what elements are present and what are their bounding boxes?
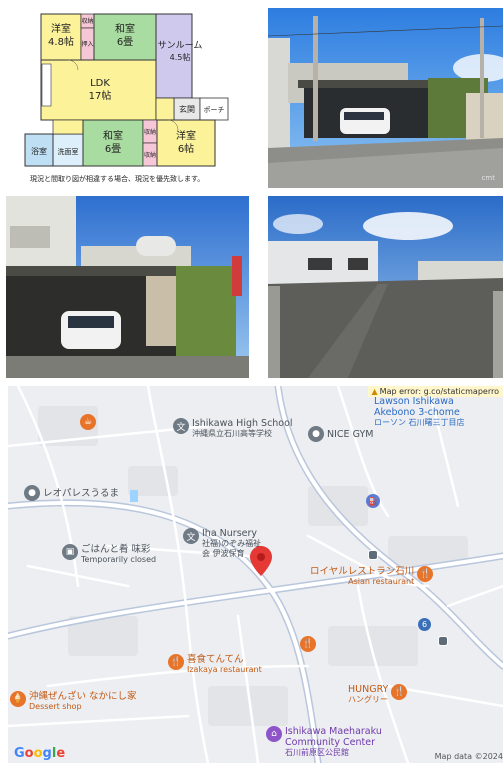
poi-lawson[interactable]: Lawson Ishikawa Akebono 3-chome ローソン 石川曙…	[374, 396, 465, 428]
poi-zenzai[interactable]: 🍦 沖縄ぜんざい なかにし家 Dessert shop	[10, 691, 137, 712]
bus-stop-icon-2[interactable]	[438, 636, 448, 646]
route-badge: 6	[418, 618, 431, 631]
map-error-banner: ▲Map error: g.co/staticmaperro	[367, 386, 503, 397]
room-washitsu1-size: 6畳	[117, 36, 133, 48]
floor-plan: 洋室 4.8帖 収納 押入 和室 6畳 サンルーム 4.5帖 LDK 17帖 玄…	[8, 8, 253, 188]
map-data-credit: Map data ©2024	[434, 752, 503, 761]
poi-sub: ハングリー	[348, 695, 388, 704]
poi-sub: 沖縄県立石川高等学校	[192, 429, 272, 438]
room-yoshitsu1-size: 4.8帖	[48, 35, 74, 48]
google-logo-letter: G	[14, 746, 25, 761]
gas-station-icon[interactable]: ⛽	[366, 494, 380, 508]
room-porch-name: ポーチ	[204, 106, 225, 114]
closed-store-icon: ▣	[62, 544, 78, 560]
location-map[interactable]: ▲Map error: g.co/staticmaperro ☕ 文 Ishik…	[8, 386, 503, 763]
poi-leopalace[interactable]: ● レオパレスうるま	[24, 485, 119, 501]
photo-parking-lot-image	[268, 196, 503, 378]
poi-cafe[interactable]: ☕	[80, 414, 96, 430]
poi-maeharaku-community-center[interactable]: ⌂ Ishikawa Maeharaku Community Center 石川…	[266, 726, 382, 758]
poi-name: 沖縄ぜんざい なかにし家	[29, 691, 137, 702]
poi-sub: ローソン 石川曙三丁目店	[374, 418, 465, 427]
poi-name: 喜食てんてん	[187, 654, 244, 665]
poi-restaurant[interactable]: 🍴	[300, 636, 316, 652]
poi-ishikawa-high-school[interactable]: 文 Ishikawa High School 沖縄県立石川高等学校	[173, 418, 293, 439]
room-sunroom-name: サンルーム	[158, 40, 203, 51]
dumbbell-icon: ●	[308, 426, 324, 442]
photo-carport-close-image	[6, 196, 249, 378]
restaurant-icon: 🍴	[391, 684, 408, 700]
poi-sub: Dessert shop	[29, 702, 82, 711]
room-yoshitsu2-size: 6帖	[178, 142, 194, 155]
photo-carport-street: cmt	[268, 8, 503, 188]
room-yoshitsu2-name: 洋室	[176, 129, 196, 142]
lodging-icon: ●	[24, 485, 40, 501]
oshiire-label: 押入	[81, 40, 93, 48]
photo-watermark: cmt	[481, 174, 495, 182]
google-logo-letter: l	[51, 746, 57, 761]
poi-sub: 社福)のぞみ福祉	[202, 539, 262, 548]
coffee-icon: ☕	[80, 414, 96, 430]
google-logo-letter: o	[33, 746, 43, 761]
poi-nice-gym[interactable]: ● NICE GYM	[308, 426, 373, 442]
poi-hungry[interactable]: HUNGRY ハングリー 🍴	[348, 684, 408, 705]
poi-name: Iha Nursery	[202, 528, 258, 539]
poi-name: NICE GYM	[327, 429, 374, 440]
floor-plan-caption: 現況と間取り図が相違する場合、現況を優先致します。	[30, 175, 205, 183]
bus-stop-icon[interactable]	[368, 550, 378, 560]
room-yoshitsu1-name: 洋室	[51, 22, 71, 35]
poi-sub: Temporarily closed	[81, 555, 157, 564]
room-ldk-name: LDK	[90, 78, 110, 89]
google-logo-letter: o	[24, 746, 34, 761]
room-ldk-size: 17帖	[89, 89, 112, 102]
poi-royal-restaurant[interactable]: ロイヤルレストラン石川 Asian restaurant 🍴	[310, 566, 434, 587]
room-bath-name: 浴室	[31, 146, 47, 156]
community-center-icon: ⌂	[266, 726, 282, 742]
warning-icon: ▲	[371, 387, 378, 396]
photo-carport-close	[6, 196, 249, 378]
poi-sub-2: 会 伊波保育	[202, 549, 245, 558]
poi-kishoku[interactable]: 🍴 喜食てんてん Izakaya restaurant	[168, 654, 262, 675]
storage-label-2: 収納	[144, 128, 156, 136]
room-washitsu2-name: 和室	[103, 129, 123, 142]
poi-sub: 石川前原区公民館	[285, 748, 349, 757]
poi-name: レオパレスうるま	[43, 488, 120, 499]
poi-name: Ishikawa High School	[192, 418, 293, 429]
restaurant-icon: 🍴	[300, 636, 316, 652]
map-error-text: Map error: g.co/staticmaperro	[379, 387, 499, 396]
poi-name-2: Community Center	[285, 737, 375, 748]
storage-label: 収納	[81, 17, 93, 25]
dessert-icon: 🍦	[10, 691, 26, 707]
poi-gohan[interactable]: ▣ ごはんと肴 味彩 Temporarily closed	[62, 544, 156, 565]
photo-carport-street-image	[268, 8, 503, 188]
storage-label-3: 収納	[144, 151, 156, 159]
photo-parking-lot	[268, 196, 503, 378]
poi-name: Lawson Ishikawa	[374, 396, 454, 407]
school-icon: 文	[173, 418, 189, 434]
poi-name-2: Akebono 3-chome	[374, 407, 460, 418]
restaurant-icon: 🍴	[168, 654, 184, 670]
restaurant-icon: 🍴	[417, 566, 434, 582]
room-washroom-name: 洗面室	[58, 147, 79, 156]
room-washitsu1-name: 和室	[115, 22, 135, 35]
google-logo-letter: g	[42, 746, 52, 761]
room-entrance-name: 玄関	[179, 104, 195, 114]
poi-sub: Izakaya restaurant	[187, 665, 262, 674]
google-logo-letter: e	[56, 746, 66, 761]
poi-name: ごはんと肴 味彩	[81, 544, 151, 555]
poi-name: ロイヤルレストラン石川	[310, 566, 415, 577]
room-sunroom-size: 4.5帖	[170, 52, 191, 62]
poi-name: HUNGRY	[348, 684, 389, 695]
poi-name: Ishikawa Maeharaku	[285, 726, 382, 737]
room-washitsu2-size: 6畳	[105, 143, 121, 155]
poi-iha-nursery[interactable]: 文 Iha Nursery 社福)のぞみ福祉 会 伊波保育	[183, 528, 261, 559]
location-pin-icon[interactable]	[250, 546, 272, 576]
poi-sub: Asian restaurant	[348, 577, 415, 586]
google-logo[interactable]: Google	[14, 746, 65, 761]
floor-plan-drawing: 洋室 4.8帖 収納 押入 和室 6畳 サンルーム 4.5帖 LDK 17帖 玄…	[24, 13, 229, 167]
school-icon: 文	[183, 528, 199, 544]
